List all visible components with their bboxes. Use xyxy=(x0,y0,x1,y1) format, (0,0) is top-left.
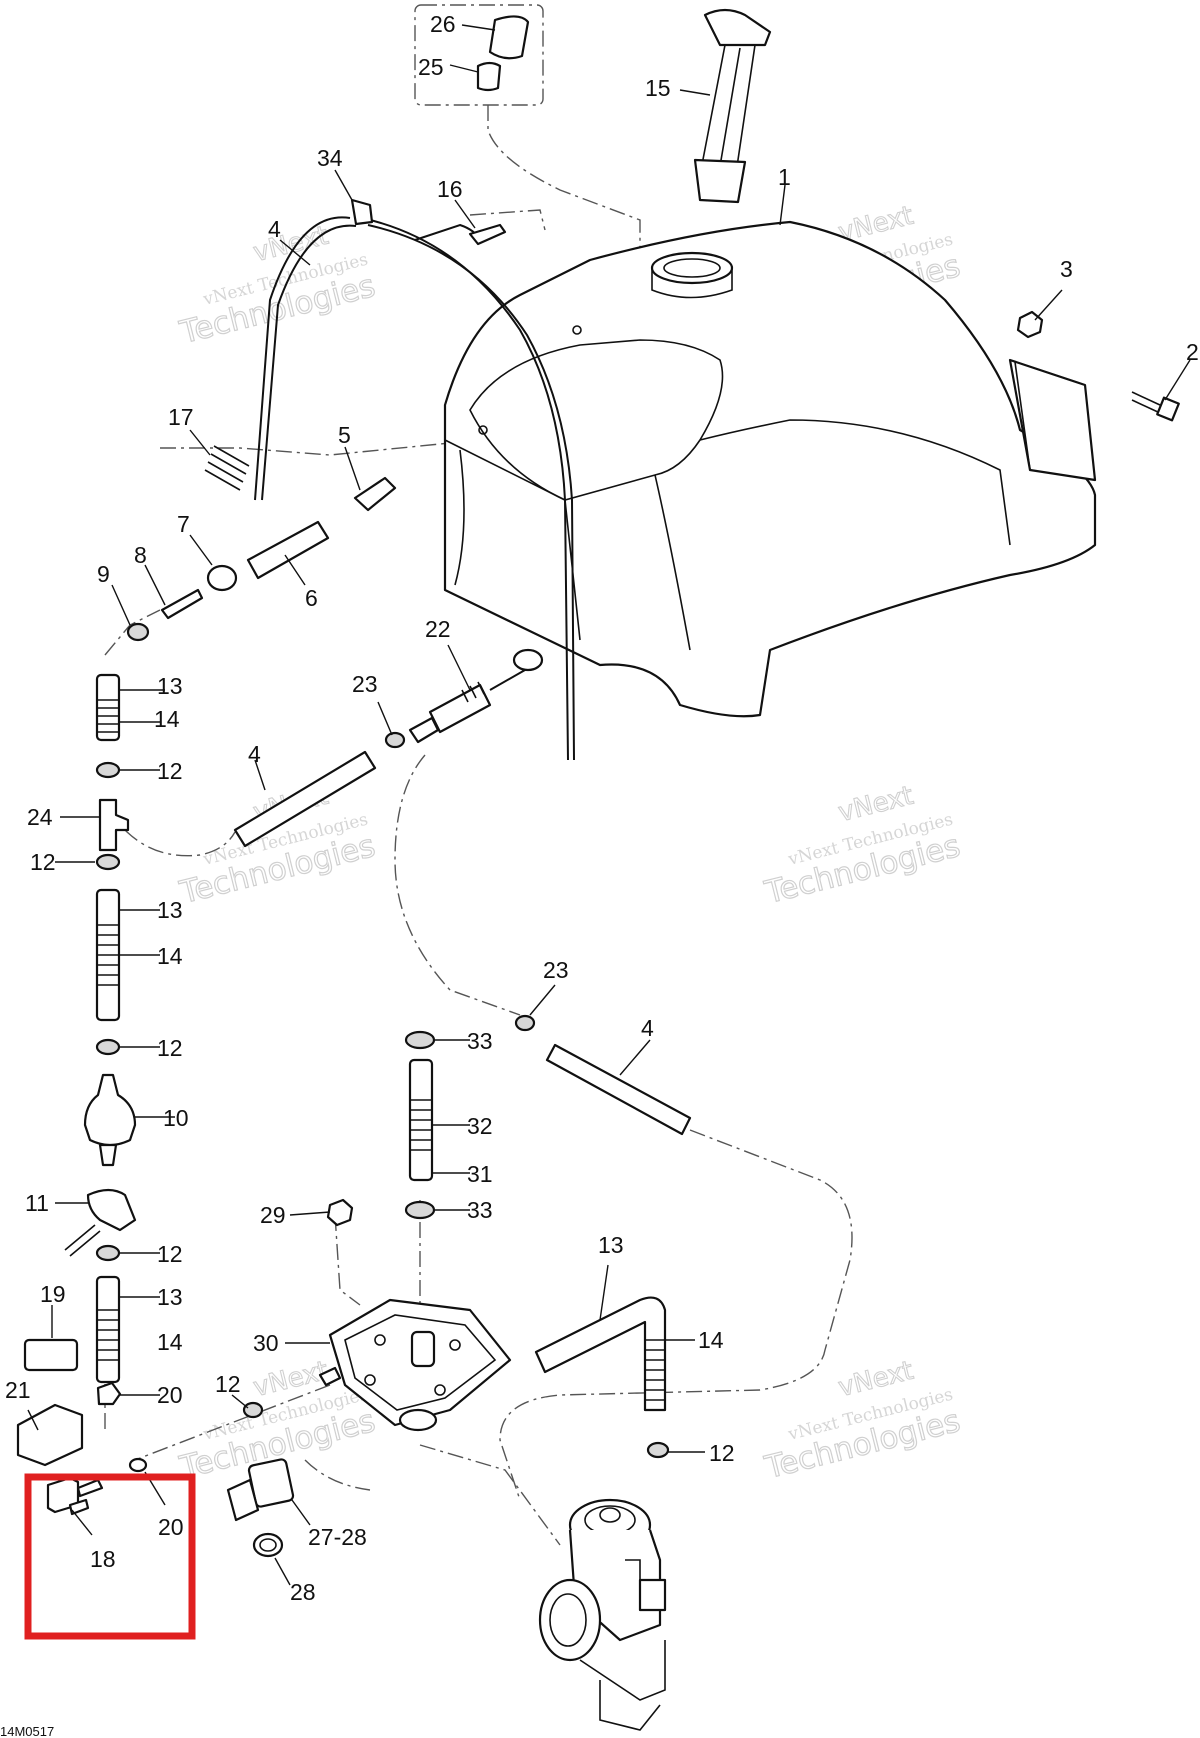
grommet-7 xyxy=(206,564,238,592)
callout-label: 19 xyxy=(40,1281,66,1307)
clamp-12 xyxy=(95,1244,121,1262)
vent-hose xyxy=(254,216,575,761)
callout-label: 12 xyxy=(157,1241,183,1267)
callout-label: 16 xyxy=(437,176,463,202)
clamp-23 xyxy=(514,1014,536,1032)
callout-label: 3 xyxy=(1060,256,1073,282)
callout-label: 12 xyxy=(30,849,56,875)
callout-label: 5 xyxy=(338,422,351,448)
nut-29 xyxy=(326,1198,354,1227)
callout-labels: 26 25 15 34 16 1 4 3 2 17 5 7 8 9 6 22 1… xyxy=(5,11,1199,1605)
bracket-11 xyxy=(86,1188,137,1232)
callout-label: 2 xyxy=(1186,339,1199,365)
seal-28 xyxy=(252,1532,284,1558)
leader-lines xyxy=(27,24,1191,1586)
callout-label: 6 xyxy=(305,585,318,611)
callout-label: 8 xyxy=(134,542,147,568)
bolt-2 xyxy=(1131,391,1180,422)
clip-34 xyxy=(350,198,374,226)
pipe-6 xyxy=(246,520,330,580)
callout-label: 13 xyxy=(157,1284,183,1310)
fitting-8 xyxy=(160,588,204,620)
clamp-33 xyxy=(404,1200,436,1220)
callout-label: 29 xyxy=(260,1202,286,1228)
callout-label: 15 xyxy=(645,75,671,101)
callout-label: 7 xyxy=(177,511,190,537)
screw-11 xyxy=(64,1224,101,1257)
callout-label: 11 xyxy=(25,1190,49,1216)
fuel-filter-10 xyxy=(83,1073,137,1167)
clamp-12 xyxy=(95,853,121,871)
cap-26 xyxy=(488,15,530,60)
cap-box xyxy=(414,4,544,106)
cap-25 xyxy=(476,61,502,92)
primer-22 xyxy=(408,648,544,744)
carburetor xyxy=(538,1498,667,1731)
parts xyxy=(16,4,1180,1731)
routing-lines xyxy=(104,105,853,1546)
callout-label: 26 xyxy=(430,11,456,37)
tee-fitting-24 xyxy=(98,798,130,852)
callout-label: 30 xyxy=(253,1330,279,1356)
nut-20 xyxy=(128,1457,148,1473)
clamp-33 xyxy=(404,1030,436,1050)
clamp-12 xyxy=(95,761,121,779)
clamp-9 xyxy=(126,622,150,642)
block-21 xyxy=(16,1403,84,1467)
callout-label: 4 xyxy=(248,741,261,767)
callout-label: 13 xyxy=(157,673,183,699)
decal-19 xyxy=(23,1338,79,1372)
callout-label: 13 xyxy=(598,1232,624,1258)
callout-label: 9 xyxy=(97,561,110,587)
callout-label: 20 xyxy=(158,1514,184,1540)
pump-30 xyxy=(318,1298,512,1432)
callout-label: 22 xyxy=(425,616,451,642)
callout-label: 12 xyxy=(215,1371,241,1397)
callout-label: 14 xyxy=(698,1327,724,1353)
clamp-12 xyxy=(95,1038,121,1056)
callout-label: 1 xyxy=(778,164,791,190)
callout-label: 34 xyxy=(317,145,343,171)
callout-label: 12 xyxy=(709,1440,735,1466)
callout-label: 4 xyxy=(268,216,281,242)
hose-4 xyxy=(233,750,377,848)
callout-label: 12 xyxy=(157,758,183,784)
callout-label: 18 xyxy=(90,1546,116,1572)
clamp-12 xyxy=(646,1441,670,1459)
callout-label: 20 xyxy=(157,1382,183,1408)
nut-20 xyxy=(96,1381,122,1406)
callout-label: 14 xyxy=(154,706,180,732)
callout-label: 33 xyxy=(467,1028,493,1054)
callout-label: 14 xyxy=(157,943,183,969)
callout-label: 13 xyxy=(157,897,183,923)
callout-label: 14 xyxy=(157,1329,183,1355)
check-valve-5 xyxy=(353,476,397,512)
vent-valve-16 xyxy=(468,223,507,246)
callout-label: 25 xyxy=(418,54,444,80)
highlight-box xyxy=(24,1473,196,1640)
callout-label: 12 xyxy=(157,1035,183,1061)
callout-label: 33 xyxy=(467,1197,493,1223)
callout-label: 21 xyxy=(5,1377,31,1403)
callout-label: 31 xyxy=(467,1161,493,1187)
callout-label: 28 xyxy=(290,1579,316,1605)
fuel-gauge-sender xyxy=(693,8,772,204)
figure-code: 14M0517 xyxy=(0,1724,54,1738)
callout-label: 17 xyxy=(168,404,194,430)
callout-label: 27-28 xyxy=(308,1524,367,1550)
fuel-tank xyxy=(443,220,1097,718)
callout-label: 4 xyxy=(641,1015,654,1041)
callout-label: 23 xyxy=(543,957,569,983)
hose-4 xyxy=(545,1043,692,1136)
valve-27 xyxy=(226,1458,295,1522)
callout-label: 10 xyxy=(163,1105,189,1131)
spring-17 xyxy=(204,445,250,491)
callout-label: 24 xyxy=(27,804,53,830)
callout-label: 23 xyxy=(352,671,378,697)
clamp-23 xyxy=(384,731,406,749)
callout-label: 32 xyxy=(467,1113,493,1139)
clamp-12 xyxy=(242,1401,264,1419)
